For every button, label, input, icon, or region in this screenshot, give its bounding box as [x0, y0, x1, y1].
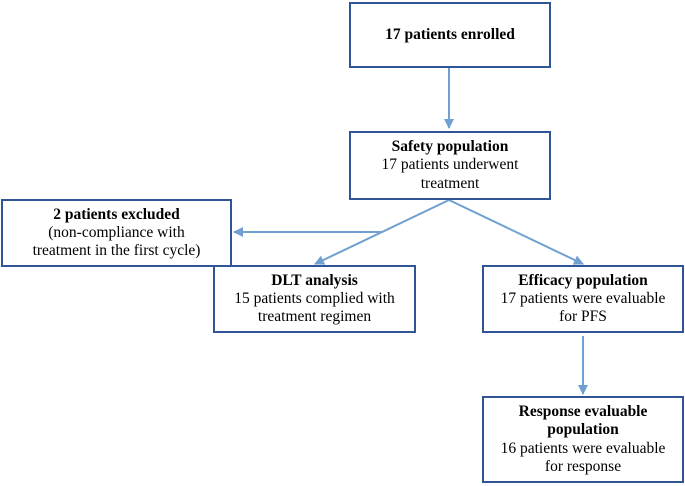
- box-text-line: treatment in the first cycle): [32, 242, 201, 260]
- box-text-line: treatment regimen: [257, 308, 372, 326]
- box-dlt-analysis: DLT analysis 15 patients complied with t…: [213, 265, 416, 333]
- box-title: 17 patients enrolled: [385, 25, 515, 43]
- box-efficacy-population: Efficacy population 17 patients were eva…: [482, 265, 684, 333]
- box-text-line: 17 patients were evaluable: [500, 289, 666, 307]
- box-text-line: 16 patients were evaluable: [500, 439, 666, 457]
- box-text-line: for response: [544, 457, 622, 475]
- box-response-evaluable-population: Response evaluable population 16 patient…: [482, 396, 684, 483]
- box-title: Efficacy population: [518, 271, 648, 289]
- box-patients-enrolled: 17 patients enrolled: [349, 2, 551, 68]
- box-text-line: 17 patients underwent: [381, 156, 519, 174]
- box-patients-excluded: 2 patients excluded (non-compliance with…: [1, 199, 232, 267]
- box-title: Response evaluable: [518, 402, 648, 420]
- box-title: 2 patients excluded: [53, 205, 180, 223]
- box-text-line: 15 patients complied with: [234, 289, 395, 307]
- box-text-line: treatment: [420, 174, 480, 192]
- box-title: population: [547, 421, 619, 439]
- box-safety-population: Safety population 17 patients underwent …: [349, 131, 551, 200]
- box-title: DLT analysis: [271, 271, 358, 289]
- box-title: Safety population: [391, 138, 509, 156]
- box-text-line: for PFS: [559, 308, 607, 326]
- box-text-line: (non-compliance with: [48, 223, 185, 241]
- arrow-safety-to-efficacy: [448, 199, 584, 265]
